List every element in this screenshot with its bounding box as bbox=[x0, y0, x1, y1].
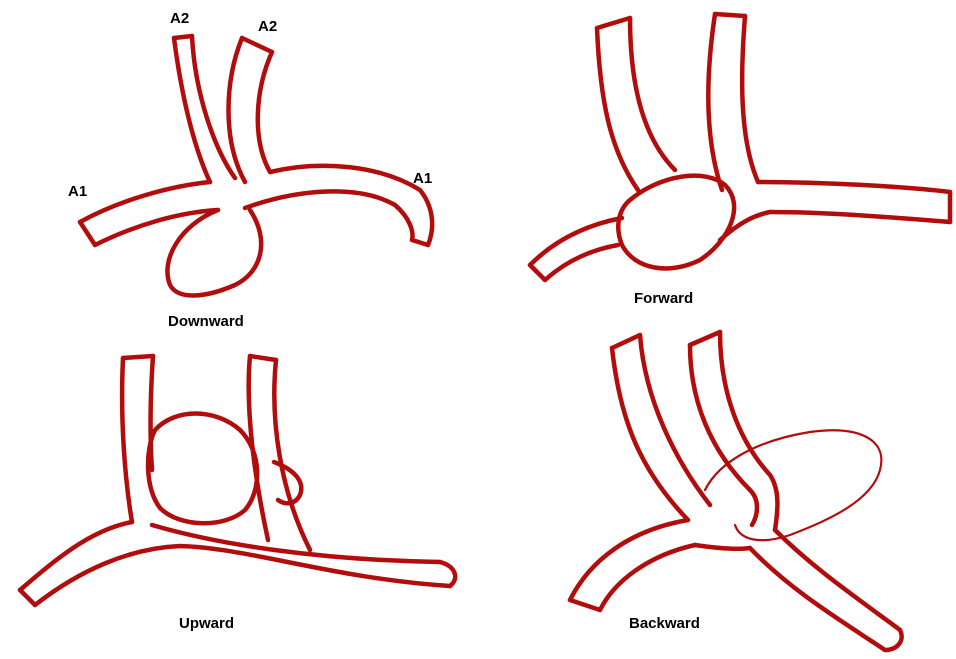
downward-a1-left-label: A1 bbox=[68, 183, 87, 200]
backward-a2-right-top bbox=[690, 332, 720, 345]
downward-a2-left-top bbox=[174, 36, 192, 38]
downward-a2-right-label: A2 bbox=[258, 18, 277, 35]
forward-drawing bbox=[530, 14, 950, 280]
forward-a1-right-top-wall bbox=[758, 182, 950, 192]
backward-a2-left-top bbox=[612, 335, 640, 348]
upward-caption: Upward bbox=[179, 615, 234, 632]
downward-a2-left-label: A2 bbox=[170, 10, 189, 27]
downward-drawing bbox=[80, 36, 432, 296]
backward-aneurysm-sac bbox=[705, 430, 881, 540]
forward-a2-left-top bbox=[597, 18, 630, 28]
forward-a1-right-bottom-wall bbox=[770, 212, 950, 222]
backward-a2-right-right-wall bbox=[720, 332, 777, 530]
upward-a2-right-top bbox=[250, 356, 276, 360]
forward-a2-right-top bbox=[715, 14, 745, 16]
forward-a1-left-bottom-wall bbox=[545, 245, 618, 280]
downward-a1-left-top-wall bbox=[80, 182, 210, 222]
backward-a1-right-bottom-wall bbox=[750, 548, 885, 650]
forward-caption: Forward bbox=[634, 290, 693, 307]
backward-caption: Backward bbox=[629, 615, 700, 632]
upward-a2-left-top bbox=[123, 356, 153, 358]
backward-drawing bbox=[570, 332, 902, 650]
downward-a1-left-end bbox=[80, 222, 95, 245]
backward-a2-left-left-wall bbox=[612, 348, 688, 520]
backward-a1-left-end bbox=[570, 600, 600, 610]
downward-a2-right-left-wall bbox=[229, 38, 246, 182]
upward-a2-left-right-wall bbox=[151, 356, 153, 470]
upward-drawing bbox=[20, 356, 455, 605]
upward-a1-bottom-wall bbox=[35, 546, 450, 605]
upward-a1-right-end bbox=[440, 562, 455, 586]
downward-a1-left-bottom-wall bbox=[95, 210, 218, 245]
backward-junction bbox=[695, 545, 750, 549]
backward-a2-left-right-wall bbox=[640, 335, 710, 505]
downward-a1-right-top-wall bbox=[270, 166, 432, 245]
forward-a2-left-right-wall bbox=[630, 18, 675, 170]
upward-a2-left-left-wall bbox=[122, 358, 132, 522]
downward-a1-right-label: A1 bbox=[413, 170, 432, 187]
downward-a2-right-top bbox=[242, 38, 272, 52]
downward-a1-right-bottom-wall bbox=[245, 191, 412, 240]
backward-a1-left-bottom-wall bbox=[600, 545, 695, 610]
backward-a1-right-top-wall bbox=[775, 530, 900, 630]
backward-a1-right-end bbox=[885, 630, 902, 650]
upward-a1-left-end bbox=[20, 590, 35, 605]
downward-caption: Downward bbox=[168, 313, 244, 330]
backward-a1-left-top-wall bbox=[570, 520, 688, 600]
downward-aneurysm-sac bbox=[167, 210, 261, 296]
downward-a1-right-end bbox=[412, 240, 428, 245]
upward-aneurysm-sac bbox=[148, 414, 257, 524]
downward-a2-right-right-wall bbox=[258, 52, 272, 172]
forward-a2-right-right-wall bbox=[742, 16, 758, 182]
upward-a2-right-right-wall bbox=[274, 360, 310, 550]
forward-a2-right-left-wall bbox=[708, 14, 722, 190]
forward-a1-left-end bbox=[530, 265, 545, 280]
